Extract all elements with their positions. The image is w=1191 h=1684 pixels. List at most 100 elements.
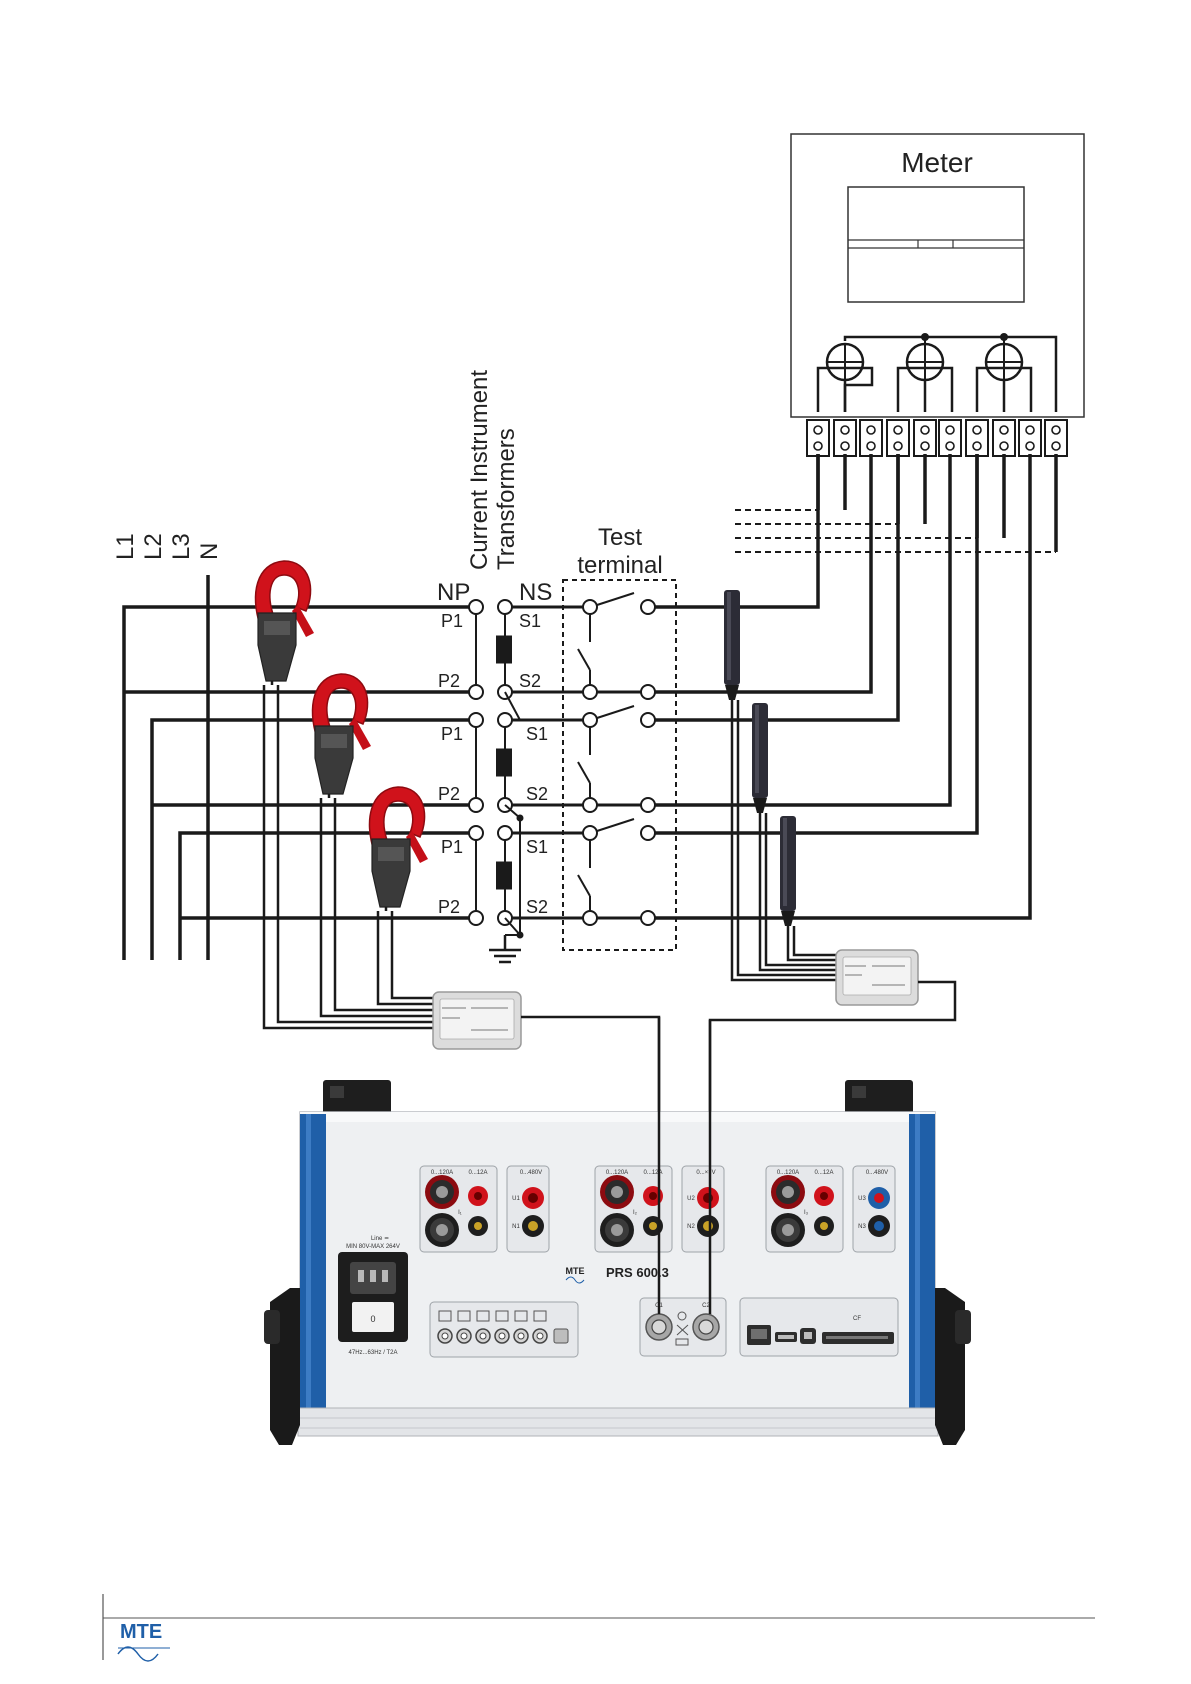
label-p2: P2 <box>438 671 460 691</box>
current-instrument-transformers: Current Instrument Transformers NP NS P1… <box>437 370 590 962</box>
current-socket-120a-return[interactable] <box>771 1213 805 1247</box>
meter-terminal <box>807 420 829 456</box>
svg-text:MTE: MTE <box>566 1266 585 1276</box>
current-socket-120a[interactable] <box>600 1175 634 1209</box>
ct-title-line2: Transformers <box>493 428 520 570</box>
test-terminal-switch-3 <box>578 819 655 925</box>
label-s2: S2 <box>526 784 548 804</box>
current-socket-120a[interactable] <box>771 1175 805 1209</box>
pulse-io-panel <box>430 1302 578 1357</box>
clamp-input-c2[interactable] <box>693 1314 719 1340</box>
meter-title: Meter <box>901 147 973 178</box>
line-label-l3: L3 <box>168 533 195 560</box>
clamp-meter-2 <box>752 703 768 813</box>
footer-logo: MTE <box>120 1621 162 1643</box>
svg-text:U3: U3 <box>858 1196 866 1202</box>
voltage-leads-dashed <box>735 510 1056 552</box>
label-p1: P1 <box>441 611 463 631</box>
svg-text:U1: U1 <box>512 1196 520 1202</box>
primary-side-clamps <box>255 561 428 911</box>
interface-panel: CF <box>740 1298 898 1356</box>
meter: Meter <box>791 134 1084 456</box>
svg-text:I₂: I₂ <box>633 1210 638 1216</box>
clamp-input-c1[interactable] <box>646 1314 672 1340</box>
line-label-n: N <box>196 543 223 560</box>
voltage-socket-u2[interactable] <box>697 1187 719 1209</box>
voltage-socket-n3[interactable] <box>868 1215 890 1237</box>
label-s2: S2 <box>519 671 541 691</box>
test-terminal-switch-2 <box>578 706 655 812</box>
current-socket-12a[interactable] <box>468 1186 488 1206</box>
svg-text:0...××V: 0...××V <box>696 1170 715 1176</box>
svg-text:0...12A: 0...12A <box>468 1170 487 1176</box>
svg-text:CF: CF <box>853 1316 861 1322</box>
current-clamp-1 <box>255 561 314 685</box>
test-terminal-line2: terminal <box>577 552 662 579</box>
test-terminal-line1: Test <box>598 524 642 551</box>
ct-1: P1P2 S1S2 <box>438 600 590 699</box>
device-handle-right[interactable] <box>935 1288 971 1445</box>
meter-terminal <box>993 420 1015 456</box>
meter-terminal <box>860 420 882 456</box>
line-label-l1: L1 <box>112 533 139 560</box>
meter-display <box>848 187 1024 302</box>
label-p2: P2 <box>438 784 460 804</box>
voltage-socket-u3[interactable] <box>868 1187 890 1209</box>
meter-terminal-block <box>807 420 1067 456</box>
current-socket-120a-return[interactable] <box>600 1213 634 1247</box>
svg-text:0...12A: 0...12A <box>814 1170 833 1176</box>
footer: MTE <box>103 1594 1095 1661</box>
label-s1: S1 <box>519 611 541 631</box>
voltage-socket-n2[interactable] <box>697 1215 719 1237</box>
device-side-rail-left <box>300 1114 326 1417</box>
test-terminal: Test terminal <box>563 524 676 950</box>
svg-text:N3: N3 <box>858 1224 866 1230</box>
line-label-l2: L2 <box>140 533 167 560</box>
footer-logo-wave <box>118 1647 158 1661</box>
compact-flash-slot[interactable] <box>822 1332 894 1344</box>
ground-symbol <box>489 935 521 962</box>
power-inlet: Line ≃ MIN 80V-MAX 264V 0 47Hz...63Hz / … <box>338 1236 408 1356</box>
label-np: NP <box>437 579 470 606</box>
meter-terminal <box>939 420 961 456</box>
current-socket-12a[interactable] <box>814 1186 834 1206</box>
svg-text:MIN 80V-MAX 264V: MIN 80V-MAX 264V <box>346 1244 400 1250</box>
ethernet-port[interactable] <box>747 1325 771 1345</box>
current-socket-12a-return[interactable] <box>814 1216 834 1236</box>
svg-text:0...480V: 0...480V <box>866 1170 888 1176</box>
meter-terminal <box>1045 420 1067 456</box>
clamp-input-panel: C1 C2 <box>640 1298 726 1356</box>
label-p2: P2 <box>438 897 460 917</box>
usb-b-port[interactable] <box>800 1328 816 1344</box>
ct-title-line1: Current Instrument <box>466 370 493 570</box>
label-s2: S2 <box>526 897 548 917</box>
current-socket-120a-return[interactable] <box>425 1213 459 1247</box>
clamp-adapter-meter-side <box>836 950 918 1005</box>
usb-a-port[interactable] <box>775 1332 797 1342</box>
svg-text:47Hz...63Hz / T2A: 47Hz...63Hz / T2A <box>349 1350 398 1356</box>
meter-terminal <box>1019 420 1041 456</box>
svg-text:I₁: I₁ <box>458 1210 462 1216</box>
voltage-socket-n1[interactable] <box>522 1215 544 1237</box>
voltage-socket-u1[interactable] <box>522 1187 544 1209</box>
clamp-meter-1 <box>724 590 740 700</box>
svg-text:N2: N2 <box>687 1224 695 1230</box>
network-lines: L1 L2 L3 N <box>112 533 476 960</box>
meter-terminal <box>914 420 936 456</box>
svg-text:Line ≃: Line ≃ <box>371 1236 389 1242</box>
label-p1: P1 <box>441 724 463 744</box>
svg-text:U2: U2 <box>687 1196 695 1202</box>
current-socket-12a-return[interactable] <box>468 1216 488 1236</box>
meter-terminal <box>887 420 909 456</box>
device-handle-left[interactable] <box>264 1288 300 1445</box>
label-p1: P1 <box>441 837 463 857</box>
svg-text:0...480V: 0...480V <box>520 1170 542 1176</box>
device-side-rail-right <box>909 1114 935 1417</box>
clamp-meter-3 <box>780 816 796 926</box>
current-socket-120a[interactable] <box>425 1175 459 1209</box>
